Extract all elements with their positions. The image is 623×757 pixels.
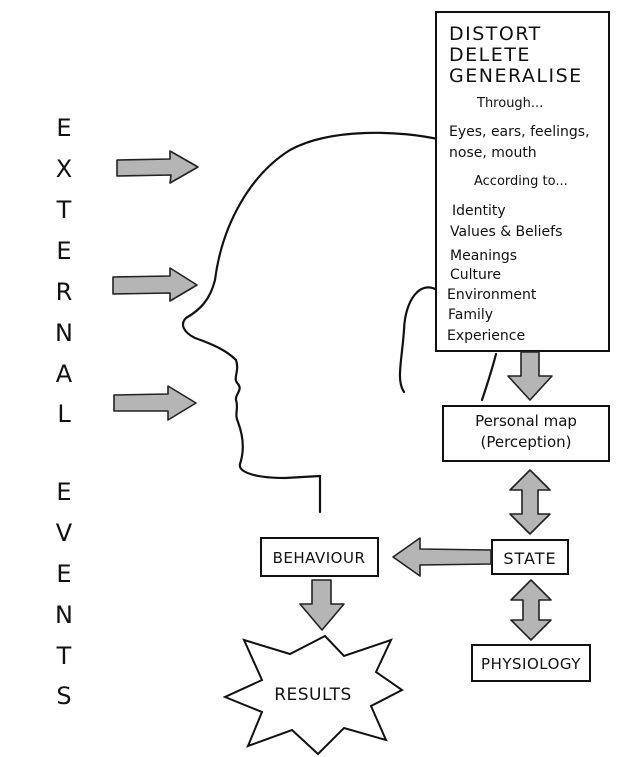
physiology-label: PHYSIOLOGY bbox=[481, 655, 581, 673]
filter-environment: Environment bbox=[447, 287, 537, 303]
through-label: Through... bbox=[476, 96, 543, 111]
events-letter: N bbox=[55, 601, 73, 629]
ear-outline bbox=[398, 286, 439, 394]
events-label: E V E N T S bbox=[55, 478, 73, 710]
events-letter: E bbox=[56, 478, 71, 506]
input-arrow-bottom bbox=[113, 385, 197, 421]
map-state-double-arrow bbox=[509, 469, 551, 535]
events-letter: S bbox=[56, 682, 71, 710]
perception-label: (Perception) bbox=[480, 433, 571, 451]
external-letter: X bbox=[56, 155, 72, 183]
back-of-neck-line bbox=[480, 352, 498, 402]
filter-culture: Culture bbox=[450, 267, 501, 283]
external-letter: E bbox=[56, 237, 71, 265]
according-label: According to... bbox=[474, 174, 568, 189]
action-delete: DELETE bbox=[449, 44, 531, 66]
head-profile-outline bbox=[181, 131, 444, 480]
behaviour-box bbox=[260, 537, 379, 577]
filter-family: Family bbox=[448, 307, 493, 323]
external-letter: R bbox=[56, 278, 73, 306]
external-letter: A bbox=[56, 360, 73, 388]
input-arrow-middle bbox=[112, 267, 198, 302]
state-physiology-double-arrow bbox=[510, 579, 552, 641]
filter-to-map-arrow bbox=[507, 351, 553, 401]
results-starburst bbox=[222, 634, 404, 756]
filter-values-beliefs: Values & Beliefs bbox=[450, 224, 562, 240]
personal-map-label: Personal map bbox=[475, 412, 577, 430]
events-letter: E bbox=[56, 560, 71, 588]
action-distort: DISTORT bbox=[449, 23, 542, 45]
physiology-box bbox=[471, 644, 591, 682]
behaviour-to-results-arrow bbox=[299, 579, 345, 631]
personal-map-box bbox=[442, 405, 610, 462]
state-label: STATE bbox=[503, 549, 556, 568]
action-generalise: GENERALISE bbox=[449, 65, 583, 87]
senses-line-1: Eyes, ears, feelings, bbox=[449, 124, 590, 140]
filter-experience: Experience bbox=[447, 328, 525, 344]
state-to-behaviour-arrow bbox=[392, 537, 492, 577]
filter-box-content: DISTORT DELETE GENERALISE Through... Eye… bbox=[447, 23, 590, 344]
filter-box bbox=[435, 11, 610, 352]
external-letter: N bbox=[55, 319, 73, 347]
external-letter: E bbox=[56, 114, 71, 142]
events-letter: V bbox=[56, 519, 73, 547]
senses-line-2: nose, mouth bbox=[449, 145, 537, 161]
external-letter: T bbox=[56, 196, 72, 224]
filter-meanings: Meanings bbox=[450, 248, 517, 264]
external-label: E X T E R N A L bbox=[55, 114, 73, 428]
events-letter: T bbox=[56, 642, 72, 670]
filter-identity: Identity bbox=[452, 203, 506, 219]
results-label: RESULTS bbox=[274, 685, 352, 705]
external-letter: L bbox=[57, 400, 71, 428]
behaviour-label: BEHAVIOUR bbox=[273, 549, 366, 567]
state-box bbox=[491, 539, 569, 575]
input-arrow-top bbox=[116, 150, 199, 184]
